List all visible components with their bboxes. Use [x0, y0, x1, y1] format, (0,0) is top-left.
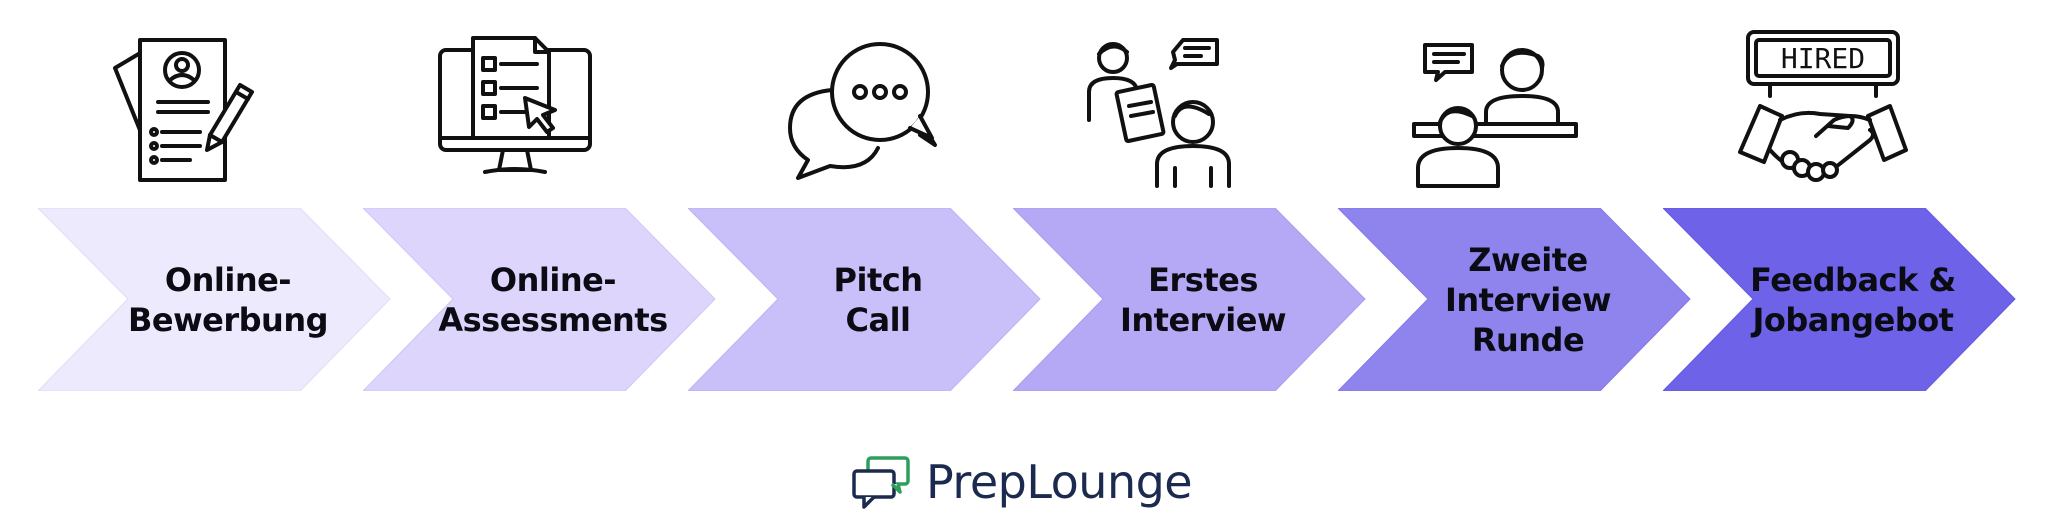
resume-document-icon: [90, 20, 290, 190]
hired-sign-text: HIRED: [1781, 42, 1865, 75]
step-label: Zweite Interview Runde: [1444, 240, 1612, 359]
step-erstes-interview: Erstes Interview: [1013, 208, 1373, 391]
interview-icon: [1085, 20, 1285, 190]
hired-handshake-icon: HIRED: [1730, 20, 1930, 190]
chat-bubbles-icon: [770, 20, 970, 190]
step-label: Feedback & Jobangebot: [1750, 260, 1956, 339]
chevron-shape: [1013, 208, 1366, 391]
step-pitch-call: Pitch Call: [688, 208, 1048, 391]
computer-checklist-icon: [415, 20, 615, 190]
chevron-shape: [1338, 208, 1691, 391]
step-zweite-interview-runde: Zweite Interview Runde: [1338, 208, 1698, 391]
panel-interview-icon: [1410, 20, 1610, 190]
step-label: Erstes Interview: [1119, 260, 1287, 339]
chevron-shape: [38, 208, 391, 391]
brand-name: PrepLounge: [926, 455, 1193, 509]
chevron-shape: [688, 208, 1041, 391]
step-label: Pitch Call: [833, 260, 923, 339]
step-label: Online- Assessments: [438, 260, 668, 339]
step-feedback-jobangebot: Feedback & Jobangebot: [1663, 208, 2023, 391]
step-online-assessments: Online- Assessments: [363, 208, 723, 391]
step-online-bewerbung: Online- Bewerbung: [38, 208, 398, 391]
preplounge-chat-logo-icon: [852, 456, 910, 509]
chevron-shape: [363, 208, 716, 391]
step-label: Online- Bewerbung: [127, 260, 329, 339]
chevron-shape: [1663, 208, 2016, 391]
brand-logo: PrepLounge: [850, 452, 1193, 512]
